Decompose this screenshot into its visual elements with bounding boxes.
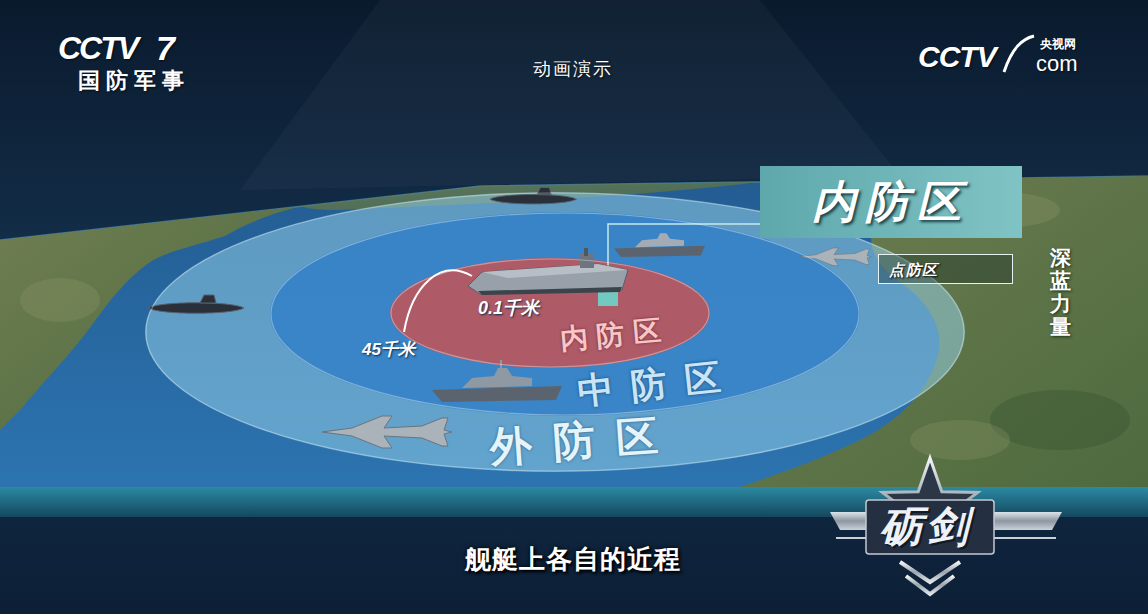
jet-body [322,416,452,448]
animation-note: 动画演示 [533,60,613,78]
destroyer [614,233,705,257]
badge-plate [866,500,994,554]
point-defense-tag: 点防区 [878,254,1013,284]
light-beam [240,0,900,190]
program-logo: 砺剑 [880,506,972,548]
fighter-jet [322,416,452,448]
channel-number: 7 [156,31,175,65]
zone-outline [390,258,710,368]
zone-name: 内防区 [559,316,670,353]
distance-label: 0.1千米 [478,299,539,317]
terrain [20,278,100,322]
leader-line [608,224,760,288]
carrier-deck [482,264,628,278]
site-domain: com [1036,53,1078,75]
jet-body [800,248,872,266]
terrain [990,390,1130,450]
inner-zone-fill [390,258,710,368]
destroyer [432,360,562,402]
carrier-waterline [478,287,622,295]
destroyer-hull [614,246,705,257]
site-name: 央视网 [1040,38,1076,50]
destroyer-superstructure [635,233,684,247]
submarine [490,188,576,204]
inner-defense-zone: 内防区 [390,258,710,368]
range-arc [404,270,472,332]
terrain [910,420,1010,460]
zone-outline [270,212,860,416]
aircraft-carrier [468,248,628,295]
carrier-mast [584,248,588,256]
site-logo: CCTV [918,42,996,72]
fighter-jet [800,248,872,266]
program-tagline: 深蓝力量 [1050,246,1071,338]
zone-name: 外防区 [489,413,680,468]
middle-defense-zone: 中防区 内防区 [270,212,860,416]
zone-callout-box: 内防区 [760,166,1022,238]
zone-boundary [271,213,859,415]
zone-boundary [391,259,709,367]
zone-tag-text: 点防区 [889,262,939,277]
subtitle: 舰艇上各自的近程 [465,546,681,572]
zone-tag-text: 内防区 [812,180,970,224]
submarine-hull [490,194,576,203]
channel-name: 国防军事 [78,70,190,92]
middle-zone-fill [270,212,860,416]
destroyer-superstructure [462,368,532,388]
badge-chevron [906,576,954,594]
zone-name: 中防区 [576,358,741,411]
submarine-hull [148,303,244,314]
site-logo-swoosh [1004,36,1034,72]
distance-label: 45千米 [362,341,415,358]
destroyer-hull [432,386,562,402]
carrier-hull [468,264,628,294]
submarine [148,295,244,313]
program-badge [830,458,1062,594]
submarine-sail [200,295,216,303]
channel-logo: CCTV [58,32,137,64]
